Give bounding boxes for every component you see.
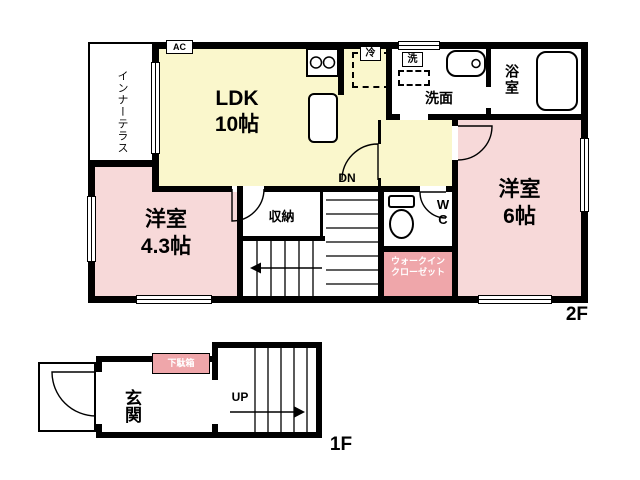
- ldk-size: 10帖: [214, 113, 260, 136]
- window: [478, 295, 552, 304]
- entrance-label: 玄関: [122, 389, 141, 423]
- wall-segment: [378, 186, 420, 192]
- wall-segment: [452, 114, 458, 126]
- wall-segment: [320, 192, 323, 236]
- entrance-porch: [38, 362, 96, 432]
- stairs-up-label: UP: [231, 390, 249, 404]
- wall-segment: [96, 356, 102, 372]
- wic-line2: クローゼット: [390, 267, 445, 277]
- room-walk-in-closet: [384, 252, 452, 296]
- wall-segment: [212, 424, 218, 438]
- toilet-icon: [388, 195, 415, 239]
- bedroom-6-size: 6帖: [503, 205, 536, 228]
- wall-segment: [159, 186, 232, 192]
- ac-unit-tag: AC: [166, 40, 193, 54]
- bathtub-icon: [536, 51, 578, 111]
- wall-segment: [338, 49, 344, 95]
- wall-segment: [212, 342, 322, 348]
- wall-segment: [378, 178, 381, 186]
- window: [151, 62, 160, 154]
- storage-label: 収納: [268, 209, 295, 224]
- ldk-label: LDK 10帖: [157, 86, 317, 138]
- window: [580, 138, 589, 212]
- wall-segment: [237, 186, 243, 296]
- bedroom-4-3-size: 4.3帖: [140, 235, 192, 258]
- wall-segment: [152, 42, 588, 49]
- wall-segment: [316, 342, 322, 438]
- stairs-1f-direction-arrow: [230, 406, 305, 418]
- floor-2-label: 2F: [565, 304, 588, 325]
- bedroom-4-3-label: 洋室 4.3帖: [95, 206, 237, 260]
- stairs-down-label: DN: [338, 171, 356, 185]
- stairs-2f-direction-arrow: [250, 262, 322, 274]
- wall-segment: [96, 432, 218, 438]
- room-bedroom-4-3: [95, 192, 237, 296]
- wc-label: W C: [436, 197, 450, 227]
- ldk-name: LDK: [215, 87, 259, 110]
- wall-segment: [88, 296, 588, 303]
- washbasin-icon: [446, 50, 486, 77]
- wall-segment: [486, 49, 491, 87]
- walk-in-closet-label: ウォークイン クローゼット: [384, 256, 452, 278]
- stairs-1f-treads: [254, 348, 308, 432]
- window: [87, 196, 96, 262]
- shoe-cabinet-tag: 下駄箱: [152, 353, 210, 374]
- fridge-tag: 冷: [360, 46, 381, 61]
- wall-segment: [96, 424, 102, 438]
- washer-tag: 洗: [402, 52, 423, 67]
- wall-segment: [378, 246, 458, 252]
- wall-segment: [243, 236, 325, 241]
- washroom-label: 洗面: [425, 90, 453, 106]
- bedroom-6-label: 洋室 6帖: [458, 176, 581, 230]
- wic-line1: ウォークイン: [390, 256, 445, 266]
- wall-segment: [152, 154, 159, 192]
- wall-segment: [212, 342, 218, 380]
- wall-segment: [486, 108, 491, 120]
- window: [136, 295, 212, 304]
- wall-segment: [152, 49, 159, 62]
- bathroom-label: 浴室: [504, 64, 520, 96]
- wall-segment: [446, 186, 458, 192]
- wall-segment: [392, 114, 400, 120]
- wall-segment: [428, 114, 581, 120]
- wall-segment: [378, 186, 384, 296]
- wall-segment: [452, 160, 458, 296]
- wall-segment: [378, 120, 381, 144]
- window: [398, 41, 440, 50]
- wall-segment: [212, 432, 322, 438]
- room-hallway: [381, 120, 452, 186]
- floor-1-label: 1F: [329, 434, 353, 455]
- inner-terrace-label: インナーテラス: [116, 70, 128, 154]
- bedroom-6-name: 洋室: [498, 178, 541, 201]
- wall-segment: [88, 160, 159, 167]
- wall-segment: [264, 186, 378, 192]
- bedroom-4-3-name: 洋室: [145, 208, 187, 231]
- room-inner-terrace: [88, 42, 159, 167]
- washer-space-icon: [398, 70, 430, 86]
